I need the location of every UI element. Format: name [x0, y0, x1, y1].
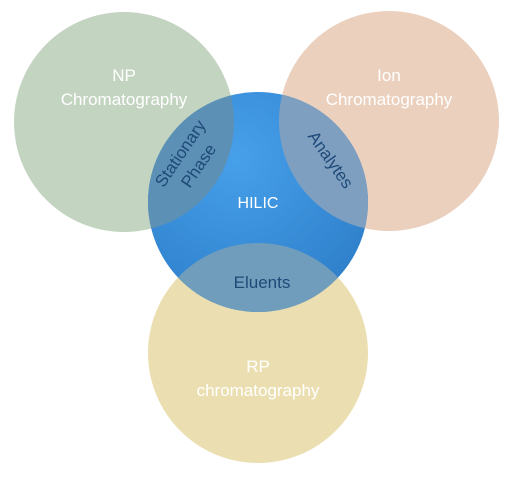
hilic-label: HILIC [238, 195, 279, 212]
np-hilic-overlap [148, 92, 234, 232]
ion-label-line1: Ion [377, 66, 401, 85]
ion-hilic-overlap [279, 92, 368, 231]
rp-label-line1: RP [246, 357, 270, 376]
np-label-line1: NP [112, 66, 136, 85]
np-label-line2: Chromatography [61, 90, 188, 109]
ion-label-line2: Chromatography [326, 90, 453, 109]
rp-label-line2: chromatography [197, 381, 320, 400]
eluents-label: Eluents [234, 273, 291, 292]
rp-circle [148, 243, 368, 463]
